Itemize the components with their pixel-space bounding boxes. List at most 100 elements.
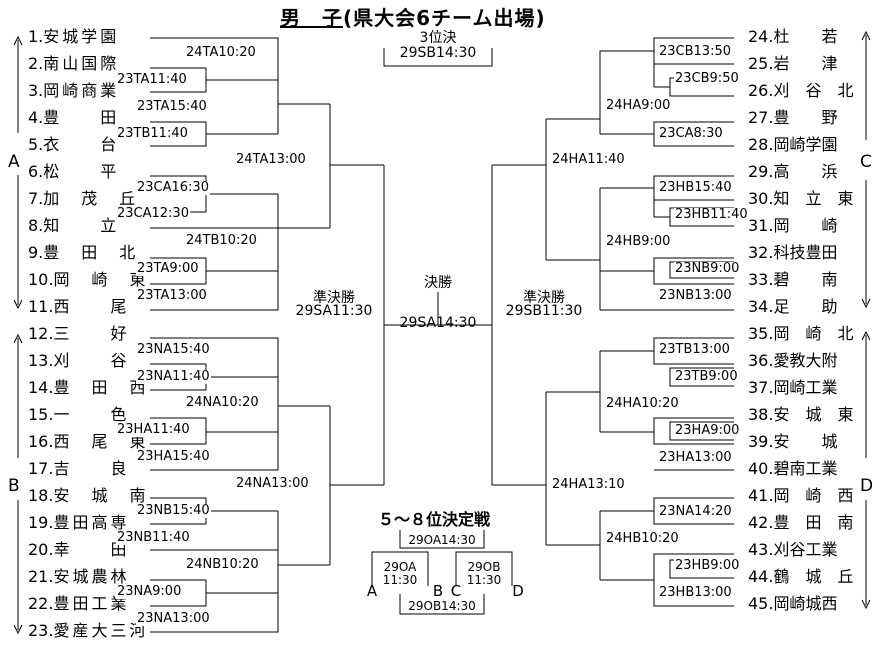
team-number: 4. (28, 108, 44, 127)
game-label: 23TB13:00 (658, 342, 731, 357)
team-name: 豊 田 西 (53, 378, 149, 397)
right-team-entry: 41.岡 崎 西 (748, 486, 853, 506)
team-number: 28. (748, 135, 774, 154)
group-b-label: B (8, 476, 20, 496)
placement-a: A (366, 582, 378, 600)
game-label: 23CB9:50 (674, 71, 740, 86)
game-label: 23TA15:40 (136, 99, 208, 114)
left-team-entry: 4.豊 田 (28, 108, 119, 128)
game-label: 23TA13:00 (136, 288, 208, 303)
team-number: 42. (748, 513, 774, 532)
game-label: 23NA11:40 (136, 369, 211, 384)
game-label: 23HB11:40 (674, 207, 749, 222)
game-label: 24NA13:00 (236, 476, 309, 491)
team-number: 39. (748, 432, 774, 451)
game-label: 23HA13:00 (658, 450, 733, 465)
team-name: 愛教大附 (773, 351, 838, 370)
game-label: 24NA10:20 (186, 395, 259, 410)
right-team-entry: 28.岡崎学園 (748, 135, 837, 155)
team-name: 高 浜 (773, 162, 838, 181)
game-label: 23HA9:00 (674, 423, 741, 438)
right-team-entry: 25.岩 津 (748, 54, 837, 74)
team-number: 17. (28, 459, 54, 478)
team-name: 愛産大三河 (53, 621, 149, 640)
team-name: 南山国際 (43, 54, 120, 73)
game-label: 24HB10:20 (606, 531, 679, 546)
final-label: 決勝 (424, 275, 452, 291)
team-number: 25. (748, 54, 774, 73)
game-label: 23HB9:00 (674, 558, 741, 573)
team-name: 加 茂 丘 (43, 189, 139, 208)
game-label: 23NA9:00 (116, 584, 183, 599)
left-team-entry: 3.岡崎商業 (28, 81, 119, 101)
game-label: 23CB13:50 (658, 44, 733, 59)
team-number: 36. (748, 351, 774, 370)
team-name: 三 好 (53, 324, 130, 343)
placement-right-game: 29OB (467, 560, 501, 574)
team-name: 豊 野 (773, 108, 838, 127)
team-number: 44. (748, 567, 774, 586)
third-place-label: 3位決 (419, 30, 457, 46)
left-team-entry: 5.衣 台 (28, 135, 119, 155)
left-team-entry: 20.幸 田 (28, 540, 129, 560)
team-number: 14. (28, 378, 54, 397)
game-label: 23HA15:40 (136, 449, 211, 464)
game-label: 24TA13:00 (236, 152, 306, 167)
right-team-entry: 37.岡崎工業 (748, 378, 837, 398)
game-label: 23CA12:30 (116, 206, 190, 221)
team-number: 37. (748, 378, 774, 397)
team-name: 碧 南 (773, 270, 838, 289)
team-name: 刈 谷 (53, 351, 130, 370)
team-name: 安城学園 (43, 27, 120, 46)
team-name: 岡崎城西 (773, 594, 838, 613)
team-number: 31. (748, 216, 774, 235)
right-team-entry: 26.刈 谷 北 (748, 81, 853, 101)
team-number: 10. (28, 270, 54, 289)
team-number: 6. (28, 162, 44, 181)
team-name: 刈谷工業 (773, 540, 838, 559)
team-number: 20. (28, 540, 54, 559)
team-number: 41. (748, 486, 774, 505)
game-label: 23NB9:00 (674, 261, 741, 276)
team-name: 豊田工業 (53, 594, 130, 613)
left-team-entry: 1.安城学園 (28, 27, 119, 47)
team-name: 岩 津 (773, 54, 838, 73)
team-number: 38. (748, 405, 774, 424)
game-label: 23HA11:40 (116, 422, 191, 437)
game-label: 24NB10:20 (186, 557, 259, 572)
team-number: 27. (748, 108, 774, 127)
left-team-entry: 6.松 平 (28, 162, 119, 182)
team-name: 豊田高専 (53, 513, 130, 532)
title-main: 男 子 (280, 6, 343, 30)
team-number: 32. (748, 243, 774, 262)
team-number: 16. (28, 432, 54, 451)
right-team-entry: 30.知 立 東 (748, 189, 853, 209)
right-team-entry: 35.岡 崎 北 (748, 324, 853, 344)
left-team-entry: 11.西 尾 (28, 297, 129, 317)
team-name: 安 城 南 (53, 486, 149, 505)
team-name: 吉 良 (53, 459, 130, 478)
right-team-entry: 44.鶴 城 丘 (748, 567, 853, 587)
left-team-entry: 18.安 城 南 (28, 486, 148, 506)
team-number: 23. (28, 621, 54, 640)
game-label: 24HA11:40 (552, 152, 625, 167)
left-team-entry: 10.岡 崎 東 (28, 270, 148, 290)
left-team-entry: 22.豊田工業 (28, 594, 129, 614)
game-label: 23NB11:40 (116, 530, 191, 545)
placement-left-time: 11:30 (382, 573, 418, 587)
title-sub: (県大会6チーム出場) (343, 6, 546, 30)
left-team-entry: 13.刈 谷 (28, 351, 129, 371)
team-name: 衣 台 (43, 135, 120, 154)
placement-top-time: 29OA14:30 (408, 533, 476, 547)
team-name: 一 色 (53, 405, 130, 424)
right-team-entry: 32.科技豊田 (748, 243, 837, 263)
team-number: 34. (748, 297, 774, 316)
group-d-label: D (860, 476, 874, 496)
team-number: 30. (748, 189, 774, 208)
placement-c: C (450, 582, 462, 600)
right-team-entry: 45.岡崎城西 (748, 594, 837, 614)
right-team-entry: 40.碧南工業 (748, 459, 837, 479)
right-team-entry: 31.岡 崎 (748, 216, 837, 236)
left-team-entry: 19.豊田高専 (28, 513, 129, 533)
right-team-entry: 33.碧 南 (748, 270, 837, 290)
